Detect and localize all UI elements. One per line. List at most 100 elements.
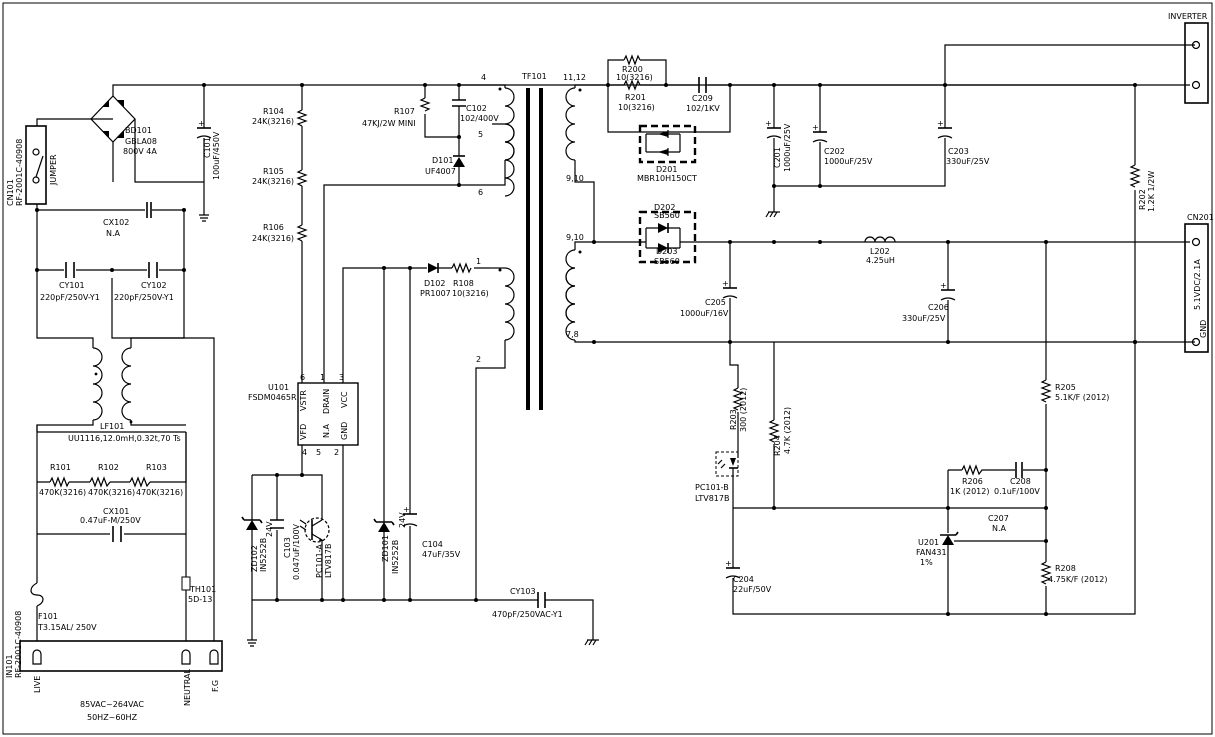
tf101-pin6: 6 (478, 188, 483, 197)
in101-connector (19, 640, 223, 672)
d102-ref: D102 (424, 279, 445, 288)
bd101-ref: BD101 (125, 126, 152, 135)
cx102-ref: CX102 (103, 218, 129, 227)
cn101-part: RF-2001C-40908 (15, 139, 24, 206)
c208-capacitor (1015, 462, 1023, 478)
c101-ref: C101 (203, 137, 212, 158)
f101-fuse (30, 582, 44, 607)
c104-ref: C104 (422, 540, 443, 549)
u101-pin1: 1 (320, 373, 325, 382)
u201-shunt-regulator (942, 535, 954, 545)
cy101-value: 220pF/250V-Y1 (40, 293, 100, 302)
r104-value: 24K(3216) (252, 117, 294, 126)
c206-ref: C206 (928, 303, 949, 312)
tf101-pin4: 4 (481, 73, 486, 82)
c201-plus: + (765, 119, 772, 128)
jumper-label: JUMPER (49, 154, 58, 186)
cx101-value: 0.47uF-M/250V (80, 516, 141, 525)
th101-ref: TH101 (189, 585, 216, 594)
r200-value: 10(3216) (616, 73, 653, 82)
r107-value: 47KJ/2W MINI (362, 119, 416, 128)
c202-plus: + (812, 123, 819, 132)
u201-ref: U201 (918, 538, 939, 547)
d203-part: SB560 (654, 257, 680, 266)
r103-value: 470K(3216) (136, 488, 183, 497)
inverter-label: INVERTER (1168, 12, 1208, 21)
c202-ref: C202 (824, 147, 845, 156)
c205-value: 1000uF/16V (680, 309, 729, 318)
pc101b-optocoupler-led (715, 451, 739, 477)
r208-value: 4.75K/F (2012) (1048, 575, 1108, 584)
c205-plus: + (722, 279, 729, 288)
r201-resistor (623, 79, 641, 91)
d202-d203-diode-box (638, 210, 697, 264)
cy102-ref: CY102 (141, 281, 167, 290)
u201-part: FAN431 (916, 548, 947, 557)
c203-ref: C203 (948, 147, 969, 156)
zd102-ref: ZD102 (250, 545, 259, 572)
d201-diode-box (638, 124, 697, 164)
c203-value: 330uF/25V (946, 157, 990, 166)
r103-resistor (129, 476, 151, 488)
u101-pin-gnd: GND (340, 422, 349, 440)
u101-pin-vstr: VSTR (299, 390, 308, 411)
cy103-value: 470pF/250VAC-Y1 (492, 610, 563, 619)
c207-ref: C207 (988, 514, 1009, 523)
r202-resistor (1129, 164, 1141, 188)
l202-ref: L202 (870, 247, 890, 256)
u101-pin5: 5 (316, 448, 321, 457)
r101-resistor (49, 476, 70, 488)
pc101a-ref: PC101-A (315, 544, 324, 578)
r201-value: 10(3216) (618, 103, 655, 112)
in101-part: RF-2001C-40908 (14, 611, 23, 678)
u101-part: FSDM0465R (248, 393, 297, 402)
c202-value: 1000uF/25V (824, 157, 873, 166)
c103-value: 0.047uF/100V (292, 523, 301, 580)
c104-plus: + (403, 505, 410, 514)
f101-ref: F101 (38, 612, 58, 621)
c205-ref: C205 (705, 298, 726, 307)
r203-value: 300 (2012) (739, 388, 748, 432)
u201-tolerance: 1% (920, 558, 933, 567)
th101-thermistor (181, 576, 191, 591)
c104-value: 47uF/35V (422, 550, 461, 559)
r205-value: 5.1K/F (2012) (1055, 393, 1109, 402)
tf101-ref: TF101 (521, 72, 547, 81)
r208-resistor (1040, 561, 1052, 585)
zd102-part: IN5252B (259, 538, 268, 572)
r108-ref: R108 (453, 279, 474, 288)
pc101a-part: LTV817B (324, 544, 333, 578)
cn201-connector (1184, 223, 1209, 353)
c209-ref: C209 (692, 94, 713, 103)
r108-value: 10(3216) (452, 289, 489, 298)
input-voltage: 85VAC~264VAC (80, 700, 144, 709)
d101-ref: D101 (432, 156, 453, 165)
r106-value: 24K(3216) (252, 234, 294, 243)
r104-resistor (296, 109, 308, 127)
u101-ic (297, 382, 359, 446)
th101-value: 5D-13 (188, 595, 212, 604)
u101-pin6: 6 (300, 373, 305, 382)
r203-resistor (732, 387, 744, 411)
r106-resistor (296, 224, 308, 242)
d203-ref: D203 (656, 247, 677, 256)
zd101-voltage: 24V (398, 512, 407, 528)
tf101-pin1112: 11,12 (563, 73, 586, 82)
u101-pin-vfd: VFD (299, 424, 308, 440)
c102-capacitor (452, 99, 466, 107)
u101-pin-vcc: VCC (340, 391, 349, 408)
r200-ref: R200 (622, 65, 643, 74)
pc101b-part: LTV817B (695, 494, 729, 503)
c204-value: 22uF/50V (733, 585, 772, 594)
cn101-ref: CN101 (6, 179, 15, 206)
cx102-value: N.A (106, 229, 121, 238)
bd101-rating: 800V 4A (123, 147, 157, 156)
c204-plus: + (725, 559, 732, 568)
r101-ref: R101 (50, 463, 71, 472)
c207-value: N.A (992, 524, 1007, 533)
cy101-ref: CY101 (59, 281, 85, 290)
tf101-pin910a: 9,10 (566, 174, 584, 183)
r107-resistor (419, 97, 431, 112)
